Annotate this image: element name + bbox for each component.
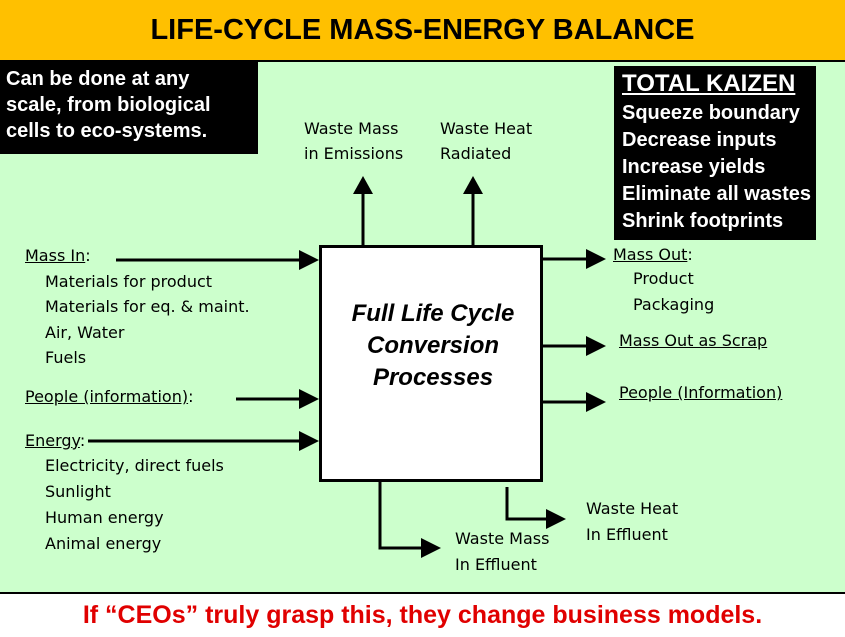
kaizen-item: Shrink footprints — [622, 210, 784, 232]
waste-heat-effluent-label: Waste Heat In Effluent — [586, 499, 678, 545]
kaizen-heading: TOTAL KAIZEN — [622, 70, 796, 97]
scale-note-box: Can be done at any scale, from biologica… — [0, 62, 258, 154]
mass-out-item: Product — [633, 269, 694, 288]
arrowhead — [299, 250, 319, 270]
label-line: Waste Heat — [586, 499, 679, 518]
waste-heat-radiated-label: Waste Heat Radiated — [440, 119, 532, 164]
mass-in-item: Materials for eq. & maint. — [45, 297, 250, 316]
kaizen-box: TOTAL KAIZEN Squeeze boundary Decrease i… — [614, 66, 816, 240]
people-out-label: People (Information) — [619, 383, 783, 402]
mass-out-scrap-label: Mass Out as Scrap — [619, 331, 768, 350]
scale-note-line: cells to eco-systems. — [6, 120, 208, 142]
arrowhead — [586, 249, 606, 269]
mass-out-heading: Mass Out — [613, 245, 688, 264]
energy-label: Energy: — [25, 431, 86, 450]
diagram-title: LIFE-CYCLE MASS-ENERGY BALANCE — [150, 13, 695, 46]
arrowhead — [586, 392, 606, 412]
kaizen-item: Increase yields — [622, 156, 766, 178]
footer-statement: If “CEOs” truly grasp this, they change … — [82, 601, 763, 629]
kaizen-item: Decrease inputs — [622, 129, 777, 151]
center-line: Processes — [372, 364, 494, 391]
arrowhead — [299, 431, 319, 451]
mass-out-label: Mass Out: — [613, 245, 693, 264]
energy-item: Human energy — [45, 508, 164, 527]
arrowhead — [299, 389, 319, 409]
mass-out-item: Packaging — [633, 295, 715, 314]
energy-item: Animal energy — [45, 534, 162, 553]
arrowhead — [421, 538, 441, 558]
title-bar: LIFE-CYCLE MASS-ENERGY BALANCE — [0, 0, 845, 62]
label-line: In Effluent — [586, 525, 668, 544]
mass-in-item: Materials for product — [45, 272, 213, 291]
mass-in-heading: Mass In — [25, 246, 86, 265]
waste-mass-emissions-label: Waste Mass in Emissions — [304, 119, 403, 164]
footer-bar: If “CEOs” truly grasp this, they change … — [0, 592, 845, 637]
conversion-process-label: Full Life Cycle Conversion Processes — [319, 298, 547, 394]
people-in-heading: People (information) — [25, 387, 189, 406]
mass-in-item: Fuels — [45, 348, 87, 367]
arrow-heat-effluent — [505, 487, 550, 521]
label-line: Waste Mass — [304, 119, 399, 138]
energy-item: Sunlight — [45, 482, 111, 501]
energy-item: Electricity, direct fuels — [45, 456, 224, 475]
label-line: In Effluent — [455, 555, 537, 574]
kaizen-item: Eliminate all wastes — [622, 183, 811, 205]
arrowhead — [546, 509, 566, 529]
people-in-label: People (information): — [25, 387, 194, 406]
label-line: in Emissions — [304, 144, 404, 163]
label-line: Radiated — [440, 144, 512, 163]
label-line: Waste Mass — [455, 529, 550, 548]
arrowhead — [463, 176, 483, 194]
conversion-process-box — [319, 245, 543, 482]
label-line: Waste Heat — [440, 119, 533, 138]
mass-in-label: Mass In: — [25, 246, 91, 265]
kaizen-item: Squeeze boundary — [622, 102, 800, 124]
center-line: Conversion — [366, 332, 500, 359]
energy-heading: Energy — [25, 431, 80, 450]
scale-note-line: Can be done at any — [6, 68, 190, 90]
center-line: Full Life Cycle — [351, 300, 515, 327]
arrowhead — [586, 336, 606, 356]
arrow-mass-effluent — [378, 482, 425, 550]
mass-in-item: Air, Water — [45, 323, 125, 342]
arrowhead — [353, 176, 373, 194]
scale-note-line: scale, from biological — [6, 94, 211, 116]
waste-mass-effluent-label: Waste Mass In Effluent — [455, 529, 549, 575]
